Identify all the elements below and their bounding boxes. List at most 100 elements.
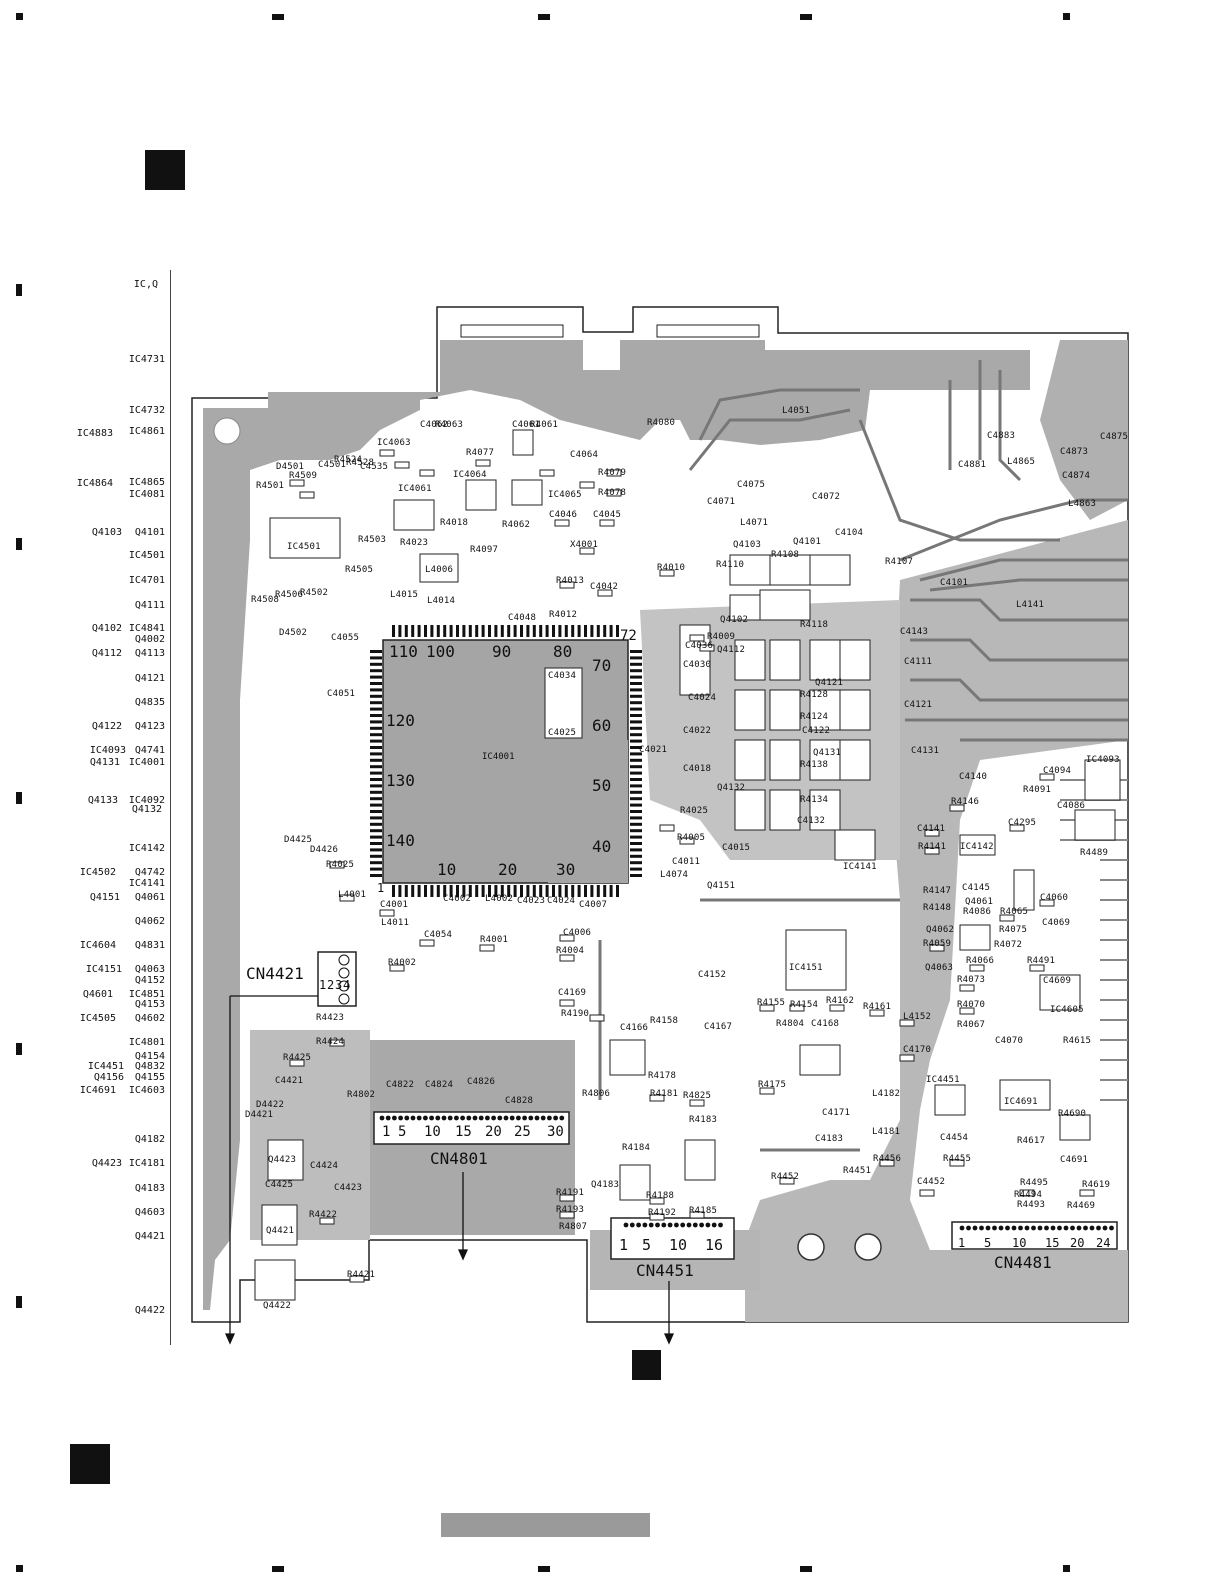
small-component: [379, 909, 395, 917]
component-ref: R4134: [800, 795, 829, 805]
ic-pin: [584, 625, 587, 637]
reference-entry: Q4422: [134, 1305, 165, 1316]
component-ref: C4061: [512, 420, 541, 430]
component-ref: L4001: [338, 890, 367, 900]
reference-entry: Q4603: [134, 1207, 165, 1218]
component-ref: C4454: [940, 1133, 969, 1143]
cn4801-pads: [379, 1115, 565, 1121]
component-ref: IC4142: [960, 842, 994, 852]
ic-pin: [532, 885, 536, 897]
component-ref: Q4062: [926, 925, 955, 935]
ic-pin: [370, 662, 382, 666]
reference-entry: IC4141: [128, 878, 165, 889]
ic-pin: [616, 885, 619, 897]
ic-pin: [370, 650, 382, 653]
ic-pin: [630, 707, 642, 711]
ic-pin: [500, 625, 504, 637]
component-ref: C4048: [508, 613, 537, 623]
ic-pin: [513, 885, 517, 897]
ic-pin: [468, 885, 472, 897]
connector-pad: [522, 1115, 527, 1121]
top-registration-mark-4: [800, 14, 812, 20]
ic-pin: [577, 885, 581, 897]
ic-pin: [370, 842, 382, 845]
small-component: [929, 944, 945, 952]
pin-number: 10: [669, 1236, 688, 1254]
component-ref: R4107: [885, 557, 914, 567]
pin-number: 24: [1096, 1236, 1111, 1250]
reference-entry: IC4851: [128, 989, 165, 1000]
ic-pin: [370, 701, 382, 705]
reference-entry: Q4123: [134, 721, 165, 732]
pin-number: 1: [619, 1236, 629, 1254]
ic-pin: [577, 625, 581, 637]
component-ref: Q4422: [263, 1301, 292, 1311]
reference-entry: Q4835: [134, 697, 165, 708]
ic-pin: [526, 625, 530, 637]
component-ref: R4146: [951, 797, 980, 807]
component-ref: R4154: [790, 1000, 819, 1010]
component-ref: Q4103: [733, 540, 762, 550]
reference-entry: IC4001: [128, 757, 165, 768]
connector-pad: [1076, 1225, 1082, 1231]
ic-pin: [558, 625, 562, 637]
component-ref: C4024: [688, 693, 717, 703]
component-ref: C4101: [940, 578, 969, 588]
ic-pin: [630, 739, 642, 743]
ic-pin: [370, 682, 382, 685]
ic-pin: [630, 803, 642, 807]
connector-pad: [705, 1222, 711, 1228]
ic-pin: [456, 625, 459, 637]
connector-pad: [398, 1115, 403, 1121]
component-ref: C4167: [704, 1022, 733, 1032]
component-ref: R4072: [994, 940, 1023, 950]
pin-number: 25: [514, 1124, 531, 1140]
reference-entry: Q4153: [134, 999, 165, 1010]
small-component: [679, 837, 695, 845]
component-ref: C4425: [265, 1180, 294, 1190]
small-component: [554, 519, 570, 527]
component-ref: C4069: [1042, 918, 1071, 928]
component-ref: L4014: [427, 596, 456, 606]
ic4001-pins: [370, 625, 642, 897]
component-ref: R4175: [758, 1080, 787, 1090]
ic-pin: [558, 885, 562, 897]
connector-pad: [385, 1115, 391, 1121]
ic-pin: [430, 625, 434, 637]
cn4481-label: CN4481: [994, 1253, 1052, 1272]
component-ref: C4501: [318, 460, 347, 470]
component-ref: R4147: [923, 886, 952, 896]
component-ref: R4108: [771, 550, 800, 560]
ic-pin: [370, 752, 382, 756]
component-footprint: [959, 834, 996, 856]
ic-pin: [532, 625, 536, 637]
small-component: [759, 1004, 775, 1012]
component-ref: D4425: [284, 835, 313, 845]
connector-pad: [423, 1115, 428, 1121]
component-ref: R4018: [440, 518, 469, 528]
component-ref: C4875: [1100, 432, 1129, 442]
connector-pad: [972, 1225, 978, 1231]
cn4481-pads: [959, 1225, 1114, 1231]
component-ref: C4169: [558, 988, 587, 998]
component-ref: R4452: [771, 1172, 800, 1182]
component-ref: Q4061: [965, 897, 994, 907]
component-ref: C4140: [959, 772, 988, 782]
component-footprint: [393, 499, 435, 531]
reference-entry: Q4152: [134, 975, 165, 986]
small-component: [339, 894, 355, 902]
component-footprint: [734, 639, 766, 681]
left-registration-mark-4: [16, 1043, 22, 1055]
component-ref: C4423: [334, 1183, 363, 1193]
component-ref: C4036: [685, 641, 714, 651]
reference-column-divider: [170, 270, 171, 1345]
component-ref: R4178: [648, 1071, 677, 1081]
small-component: [1019, 1189, 1035, 1197]
component-ref: IC4691: [1004, 1097, 1038, 1107]
component-footprint: [419, 553, 459, 583]
ic-pin: [590, 885, 594, 897]
ic-pin: [552, 885, 555, 897]
connector-pad: [485, 1115, 490, 1121]
reference-entry: Q4132: [131, 804, 162, 815]
connector-pad: [623, 1222, 629, 1228]
